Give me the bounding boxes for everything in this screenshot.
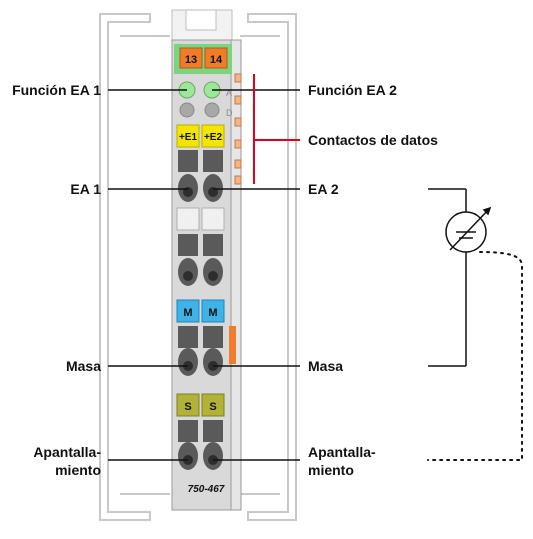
header-slot-14 xyxy=(204,47,228,69)
module-side xyxy=(230,39,242,511)
label-contactos-datos: Contactos de datos xyxy=(308,132,438,148)
label-masa-left: Masa xyxy=(65,358,101,374)
analog-voltage-source-icon xyxy=(445,206,492,253)
data-contacts-bracket xyxy=(253,74,300,184)
leader-lines xyxy=(108,89,300,461)
shield-label-1-box xyxy=(176,393,200,417)
led-marker-a: A xyxy=(226,88,232,98)
power-label-e2: +E2 xyxy=(204,132,223,143)
label-ea2: EA 2 xyxy=(308,181,339,197)
blank-label-1 xyxy=(176,207,200,231)
header-slot-13 xyxy=(179,47,203,69)
data-contacts xyxy=(234,73,242,185)
mass-label-1-box xyxy=(176,299,200,323)
label-apantallamiento-left-2: miento xyxy=(55,462,101,478)
shield-label-2-box xyxy=(201,393,225,417)
header-label-14: 14 xyxy=(210,54,223,66)
shield-label-2: S xyxy=(209,401,216,413)
terminal-block-masa xyxy=(178,326,223,376)
power-label-e1-box xyxy=(176,124,200,148)
blank-label-2 xyxy=(201,207,225,231)
led-off-1-icon xyxy=(179,102,195,118)
label-masa-right: Masa xyxy=(308,358,344,374)
top-clip xyxy=(171,9,233,41)
mass-label-2: M xyxy=(208,307,217,319)
shield-label-1: S xyxy=(184,401,191,413)
led-off-2-icon xyxy=(204,102,220,118)
label-funcion-ea2: Función EA 2 xyxy=(308,82,397,98)
power-label-e1: +E1 xyxy=(179,132,198,143)
label-funcion-ea1: Función EA 1 xyxy=(12,82,101,98)
orange-side-marker xyxy=(229,326,236,364)
label-apantallamiento-right-2: miento xyxy=(308,462,354,478)
led-marker-d: D xyxy=(226,108,233,118)
label-apantallamiento-right-1: Apantalla- xyxy=(308,444,376,460)
part-number: 750-467 xyxy=(188,484,225,495)
mass-label-2-box xyxy=(201,299,225,323)
terminal-block-2 xyxy=(178,234,223,286)
mass-label-1: M xyxy=(183,307,192,319)
label-ea1: EA 1 xyxy=(70,181,101,197)
label-apantallamiento-left-1: Apantalla- xyxy=(33,444,101,460)
mounting-frame xyxy=(99,13,297,521)
external-circuit xyxy=(428,188,467,367)
external-circuit-shield xyxy=(427,251,523,461)
header-label-13: 13 xyxy=(185,54,197,66)
power-label-e2-box xyxy=(201,124,225,148)
